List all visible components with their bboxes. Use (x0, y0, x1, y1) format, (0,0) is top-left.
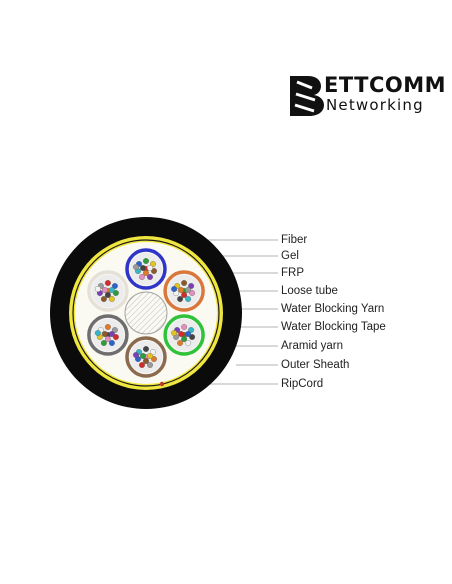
fiber (178, 331, 185, 337)
fiber (140, 353, 146, 359)
fiber (104, 292, 111, 298)
fiber (171, 330, 178, 336)
fiber (104, 324, 111, 330)
label-loose-tube: Loose tube (281, 285, 338, 297)
fiber (100, 296, 107, 302)
fiber (100, 340, 107, 346)
fiber (94, 330, 101, 336)
label-aramid-yarn: Aramid yarn (281, 340, 343, 352)
label-water-blocking-yarn: Water Blocking Yarn (281, 303, 385, 315)
fiber (112, 290, 119, 296)
fiber (147, 362, 153, 368)
label-fiber: Fiber (281, 234, 308, 246)
fiber (189, 334, 196, 340)
fiber (139, 362, 145, 368)
fiber (143, 270, 149, 276)
label-water-blocking-tape: Water Blocking Tape (281, 321, 386, 333)
fiber (150, 261, 156, 267)
fiber (101, 287, 108, 293)
fiber (185, 296, 192, 302)
fiber (151, 356, 157, 362)
loose-tube (125, 336, 167, 378)
frp-central-member (124, 291, 168, 335)
fiber (150, 349, 156, 355)
water-blocking-tape-ring (72, 239, 220, 387)
fiber (104, 336, 111, 342)
fiber (133, 352, 139, 358)
fiber (108, 296, 115, 302)
fiber (111, 283, 118, 289)
fiber (185, 331, 192, 337)
company-logo: ETTCOMM Networking (288, 73, 448, 118)
fiber (143, 358, 149, 364)
fiber (104, 280, 111, 286)
loose-tubes (87, 248, 205, 378)
fiber (185, 287, 192, 293)
fiber (177, 296, 184, 302)
fiber (133, 264, 139, 270)
fiber (140, 265, 146, 271)
fiber (151, 268, 157, 274)
fiber (188, 283, 195, 289)
label-ripcord: RipCord (281, 378, 324, 390)
fiber (101, 331, 108, 337)
fiber (177, 340, 184, 346)
fiber (147, 353, 153, 359)
loose-tube (125, 248, 167, 290)
fiber (181, 292, 188, 298)
label-outer-sheath: Outer Sheath (281, 359, 350, 371)
fiber (143, 346, 149, 352)
loose-tube (87, 270, 129, 312)
fiber (189, 290, 196, 296)
fiber (94, 286, 101, 292)
loose-tube (163, 270, 205, 312)
fiber (139, 274, 145, 280)
fiber (181, 280, 188, 286)
ripcord (159, 381, 165, 387)
fiber (111, 327, 118, 333)
fiber (178, 287, 185, 293)
label-gel: Gel (281, 250, 299, 262)
label-frp: FRP (281, 267, 304, 279)
fiber (108, 331, 115, 337)
stylized-b-logo-icon (290, 76, 324, 116)
fiber (108, 287, 115, 293)
fiber (112, 334, 119, 340)
brand-tagline: Networking (326, 96, 424, 114)
fiber (143, 258, 149, 264)
fiber (108, 340, 115, 346)
fiber (181, 336, 188, 342)
fiber (181, 324, 188, 330)
loose-tube (87, 314, 129, 356)
fiber (185, 340, 192, 346)
fiber (147, 274, 153, 280)
fiber (147, 265, 153, 271)
loose-tube (163, 314, 205, 356)
brand-name: ETTCOMM (324, 73, 447, 97)
fiber (188, 327, 195, 333)
fiber (171, 286, 178, 292)
